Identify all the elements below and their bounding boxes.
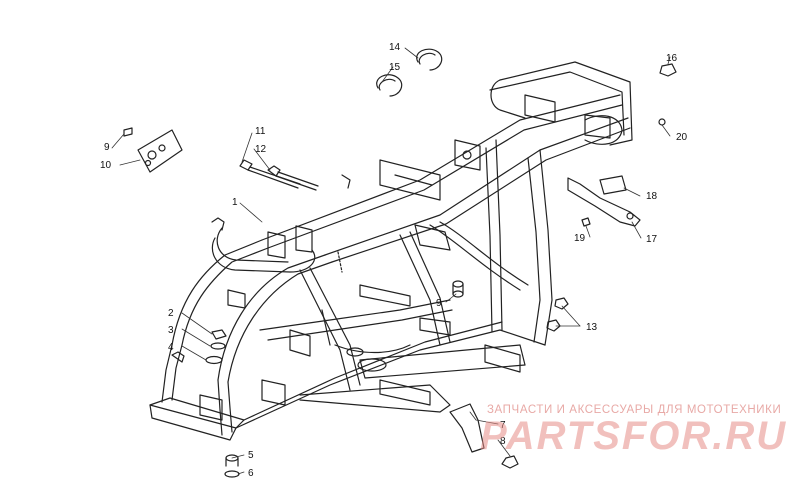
part-20-washer — [658, 118, 666, 126]
callout-10: 10 — [100, 160, 112, 171]
callout-2: 2 — [168, 308, 174, 319]
part-5-bushing — [225, 454, 239, 467]
main-frame — [149, 61, 633, 441]
part-9-bushing-lower — [452, 280, 464, 298]
callout-15: 15 — [389, 62, 401, 73]
callout-11: 11 — [255, 126, 266, 137]
part-15-clamp — [376, 74, 403, 97]
part-13-nut-b — [546, 319, 561, 332]
leader-lines — [111, 47, 671, 475]
watermark-logo: PARTSFOR.RU — [480, 414, 788, 458]
part-14-clamp — [416, 48, 443, 71]
part-16-nut — [659, 63, 677, 77]
callout-3: 3 — [168, 325, 174, 336]
callout-1: 1 — [232, 197, 238, 208]
part-8-bolt — [501, 455, 519, 469]
part-19-bolt — [581, 217, 591, 227]
watermark-tagline: ЗАПЧАСТИ И АКСЕССУАРЫ ДЛЯ МОТОТЕХНИКИ — [487, 404, 782, 416]
part-3-washer — [210, 342, 226, 350]
part-13-nut-a — [554, 297, 569, 310]
part-4-washer — [205, 355, 223, 365]
callout-8: 8 — [500, 436, 506, 447]
callout-17: 17 — [646, 234, 658, 245]
part-7-bracket — [449, 403, 485, 453]
part-6-washer — [224, 470, 240, 478]
part-12-bolt — [267, 165, 319, 191]
callout-20: 20 — [676, 132, 688, 143]
part-18-plate — [599, 175, 627, 195]
part-11-bolt — [239, 159, 301, 189]
part-17-bracket — [567, 177, 641, 227]
callout-labels: 1 2 3 4 5 6 7 8 9 9 10 11 12 13 14 15 16… — [100, 42, 688, 479]
callout-14: 14 — [389, 42, 401, 53]
callout-9-lower: 9 — [436, 298, 442, 309]
callout-18: 18 — [646, 191, 658, 202]
callout-9-upper: 9 — [104, 142, 110, 153]
part-10-bracket — [137, 129, 183, 173]
callout-6: 6 — [248, 468, 254, 479]
callout-13: 13 — [586, 322, 598, 333]
callout-16: 16 — [666, 53, 678, 64]
part-2-spacer — [211, 329, 227, 340]
callout-5: 5 — [248, 450, 254, 461]
callout-19: 19 — [574, 233, 586, 244]
callout-12: 12 — [255, 144, 267, 155]
part-9-bolt-upper — [123, 127, 133, 137]
callout-4: 4 — [168, 342, 174, 353]
callout-7: 7 — [500, 420, 506, 431]
